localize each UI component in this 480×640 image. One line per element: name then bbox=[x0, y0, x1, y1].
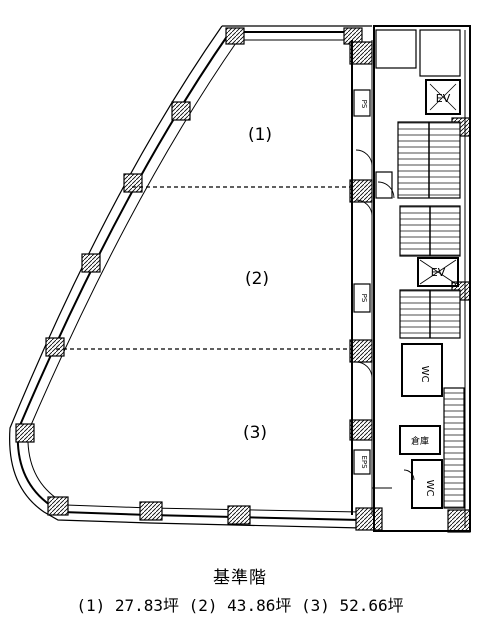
area-summary: (1) 27.83坪 (2) 43.86坪 (3) 52.66坪 bbox=[76, 596, 404, 615]
floor-title: 基準階 bbox=[213, 568, 267, 588]
outer-wall bbox=[9, 25, 372, 529]
zone-label-1: (1) bbox=[248, 125, 272, 145]
zone-labels: (1) (2) (3) bbox=[243, 125, 272, 443]
core-rooms bbox=[353, 29, 465, 509]
core-wall bbox=[351, 25, 471, 532]
columns bbox=[15, 27, 471, 533]
ps-label-1: PS bbox=[360, 100, 368, 109]
ps-label-2: PS bbox=[360, 294, 368, 303]
zone-dividers bbox=[56, 186, 352, 350]
ev-label-mid: EV bbox=[431, 266, 446, 279]
zone-label-2: (2) bbox=[245, 269, 269, 289]
storage-label: 倉庫 bbox=[411, 435, 429, 447]
ev-label-top: EV bbox=[436, 92, 451, 105]
floor-plan: (1) (2) (3) EV EV WC WC PS PS EPS 倉庫 bbox=[9, 25, 471, 533]
wc-label-lower: WC bbox=[424, 480, 435, 497]
core-labels: EV EV WC WC PS PS EPS 倉庫 bbox=[360, 92, 451, 496]
wc-label-upper: WC bbox=[419, 366, 430, 383]
zone-label-3: (3) bbox=[243, 423, 267, 443]
eps-label: EPS bbox=[360, 455, 368, 469]
